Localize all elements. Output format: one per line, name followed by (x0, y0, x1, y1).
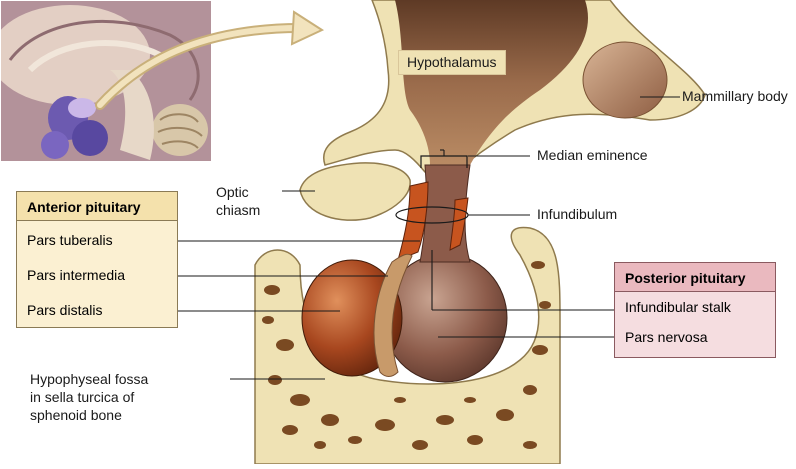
fossa-label-line1: Hypophyseal fossa (30, 371, 149, 387)
fossa-label-line2: in sella turcica of (30, 389, 135, 405)
brain-inset (0, 0, 213, 163)
hypothalamus-tissue (323, 0, 706, 173)
mammillary-body (582, 41, 668, 119)
infundibular-stalk-label: Infundibular stalk (625, 299, 731, 315)
pars-intermedia (373, 253, 413, 377)
mammillary-body-label: Mammillary body (682, 88, 788, 104)
optic-chiasm (299, 162, 411, 221)
pars-distalis-label: Pars distalis (27, 302, 103, 318)
optic-chiasm-label-line2: chiasm (216, 202, 261, 218)
median-eminence-label: Median eminence (537, 147, 648, 163)
anterior-pituitary-box: Anterior pituitary Pars tuberalis Pars i… (16, 191, 178, 328)
posterior-pituitary-box: Posterior pituitary Infundibular stalk P… (614, 262, 776, 358)
infundibulum-label: Infundibulum (537, 206, 618, 222)
posterior-pituitary-title: Posterior pituitary (615, 263, 775, 292)
hypothalamus-label: Hypothalamus (398, 50, 506, 75)
optic-chiasm-label-line1: Optic (216, 184, 249, 200)
fossa-label-line3: sphenoid bone (30, 407, 122, 423)
pars-nervosa-label: Pars nervosa (625, 329, 708, 345)
pars-tuberalis-label: Pars tuberalis (27, 232, 113, 248)
anterior-pituitary-title: Anterior pituitary (17, 192, 177, 221)
pars-intermedia-label: Pars intermedia (27, 267, 126, 283)
zoom-arrow (95, 10, 325, 110)
